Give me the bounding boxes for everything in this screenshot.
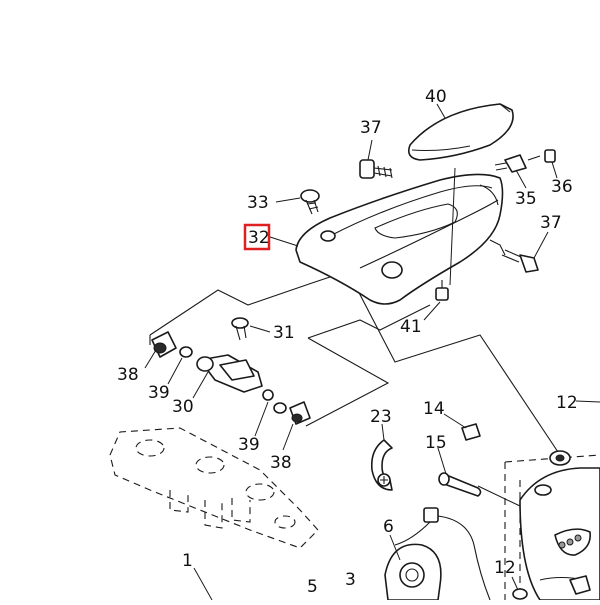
part-23-clamp (370, 439, 393, 491)
callout-23: 23 (370, 407, 392, 427)
callout-30: 30 (172, 397, 194, 417)
part-30-bracket (196, 354, 263, 393)
part-15-tube (438, 472, 482, 497)
callout-12-lower: 12 (494, 558, 516, 578)
callout-37: 37 (360, 118, 382, 138)
part-32-cowl-panel (295, 173, 506, 305)
callout-40: 40 (425, 87, 447, 107)
lower-bracket-dashed (109, 427, 319, 549)
callout-14: 14 (423, 399, 445, 419)
callout-15: 15 (425, 433, 447, 453)
part-38-damper-left (151, 331, 177, 358)
highlight-box (243, 223, 271, 251)
part-12-lower (512, 575, 591, 600)
callout-36: 36 (551, 177, 573, 197)
part-35-fastener (494, 154, 527, 173)
part-40-cover (407, 103, 514, 161)
part-41-bolt (435, 280, 449, 301)
callout-33: 33 (247, 193, 269, 213)
callout-38-right: 38 (270, 453, 292, 473)
part-36-screw (527, 149, 556, 163)
part-meter-unit (384, 543, 442, 601)
callout-6: 6 (383, 517, 394, 537)
callout-31: 31 (273, 323, 295, 343)
grommet-hole (381, 261, 403, 279)
part-37-bolt-right (501, 249, 539, 273)
callout-39-right: 39 (238, 435, 260, 455)
part-38-damper-right (289, 401, 311, 425)
callout-32: 32 (248, 228, 270, 248)
part-39-collar-left (179, 346, 193, 358)
callout-labels: 40 37 33 32 35 36 37 41 31 38 39 30 39 3… (117, 87, 578, 597)
part-39-collar-right (262, 389, 287, 414)
callout-1: 1 (182, 551, 193, 571)
callout-38: 38 (117, 365, 139, 385)
leader-lines (144, 103, 600, 601)
callout-37-right: 37 (540, 213, 562, 233)
part-6-harness (394, 507, 491, 601)
part-33-screw (300, 189, 320, 215)
callout-5: 5 (307, 577, 318, 597)
part-31-screw (231, 317, 249, 341)
callout-35: 35 (515, 189, 537, 209)
callout-41: 41 (400, 317, 422, 337)
callout-12: 12 (556, 393, 578, 413)
callout-39: 39 (148, 383, 170, 403)
meter-housing (519, 467, 600, 601)
callout-3: 3 (345, 570, 356, 590)
part-14-clip (461, 423, 481, 441)
part-37-bolt-left (359, 159, 393, 179)
part-12-grommet (549, 450, 571, 466)
panel-outlines (149, 271, 600, 600)
